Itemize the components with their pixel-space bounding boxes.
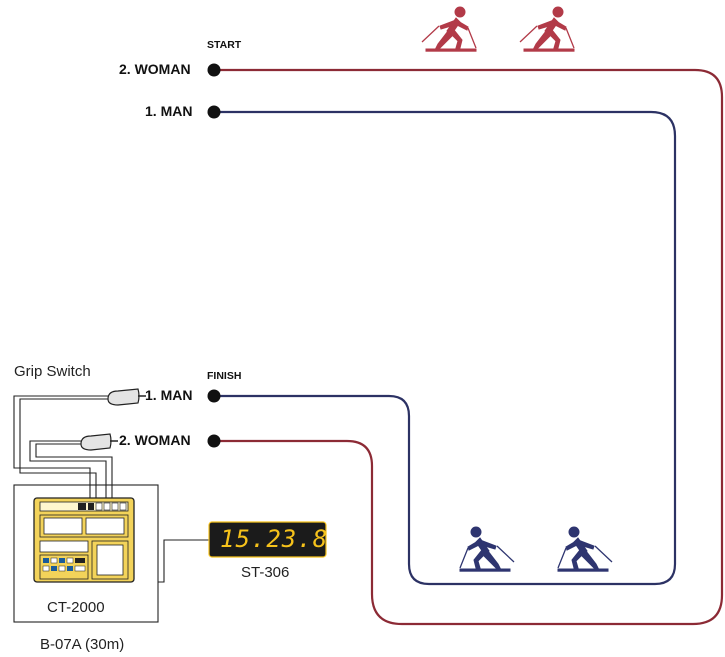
man-course-line xyxy=(214,110,677,586)
woman-finish-label: 2. WOMAN xyxy=(119,432,191,448)
finish-dot-man xyxy=(207,389,221,403)
skier-icon xyxy=(557,526,613,572)
grip-switch-label: Grip Switch xyxy=(14,363,91,380)
woman-start-label: 2. WOMAN xyxy=(119,61,191,77)
display-cable xyxy=(158,539,210,583)
finish-label: FINISH xyxy=(207,370,242,382)
woman-course-line xyxy=(214,68,724,626)
skier-icon xyxy=(519,6,575,52)
start-dot-woman xyxy=(207,63,221,77)
controller-label: CT-2000 xyxy=(47,599,105,616)
timer-device-icon xyxy=(33,497,135,583)
start-label: START xyxy=(207,39,242,51)
grip-cable-woman xyxy=(29,440,107,498)
man-finish-label: 1. MAN xyxy=(145,387,193,403)
grip-cable-man-b xyxy=(19,398,108,498)
skier-icon xyxy=(459,526,515,572)
finish-dot-woman xyxy=(207,434,221,448)
controller-frame xyxy=(13,484,159,623)
skier-icon xyxy=(421,6,477,52)
grip-switch-icon xyxy=(107,388,146,406)
display-readout: 15.23.8 xyxy=(220,525,329,553)
man-start-label: 1. MAN xyxy=(145,103,193,119)
grip-switch-icon xyxy=(80,433,118,451)
start-dot-man xyxy=(207,105,221,119)
display-model-label: ST-306 xyxy=(241,564,290,581)
grip-cable-man xyxy=(13,395,108,498)
grip-cable-woman-b xyxy=(35,443,113,498)
cable-label: B-07A (30m) xyxy=(40,636,125,653)
led-display-icon xyxy=(208,521,327,558)
